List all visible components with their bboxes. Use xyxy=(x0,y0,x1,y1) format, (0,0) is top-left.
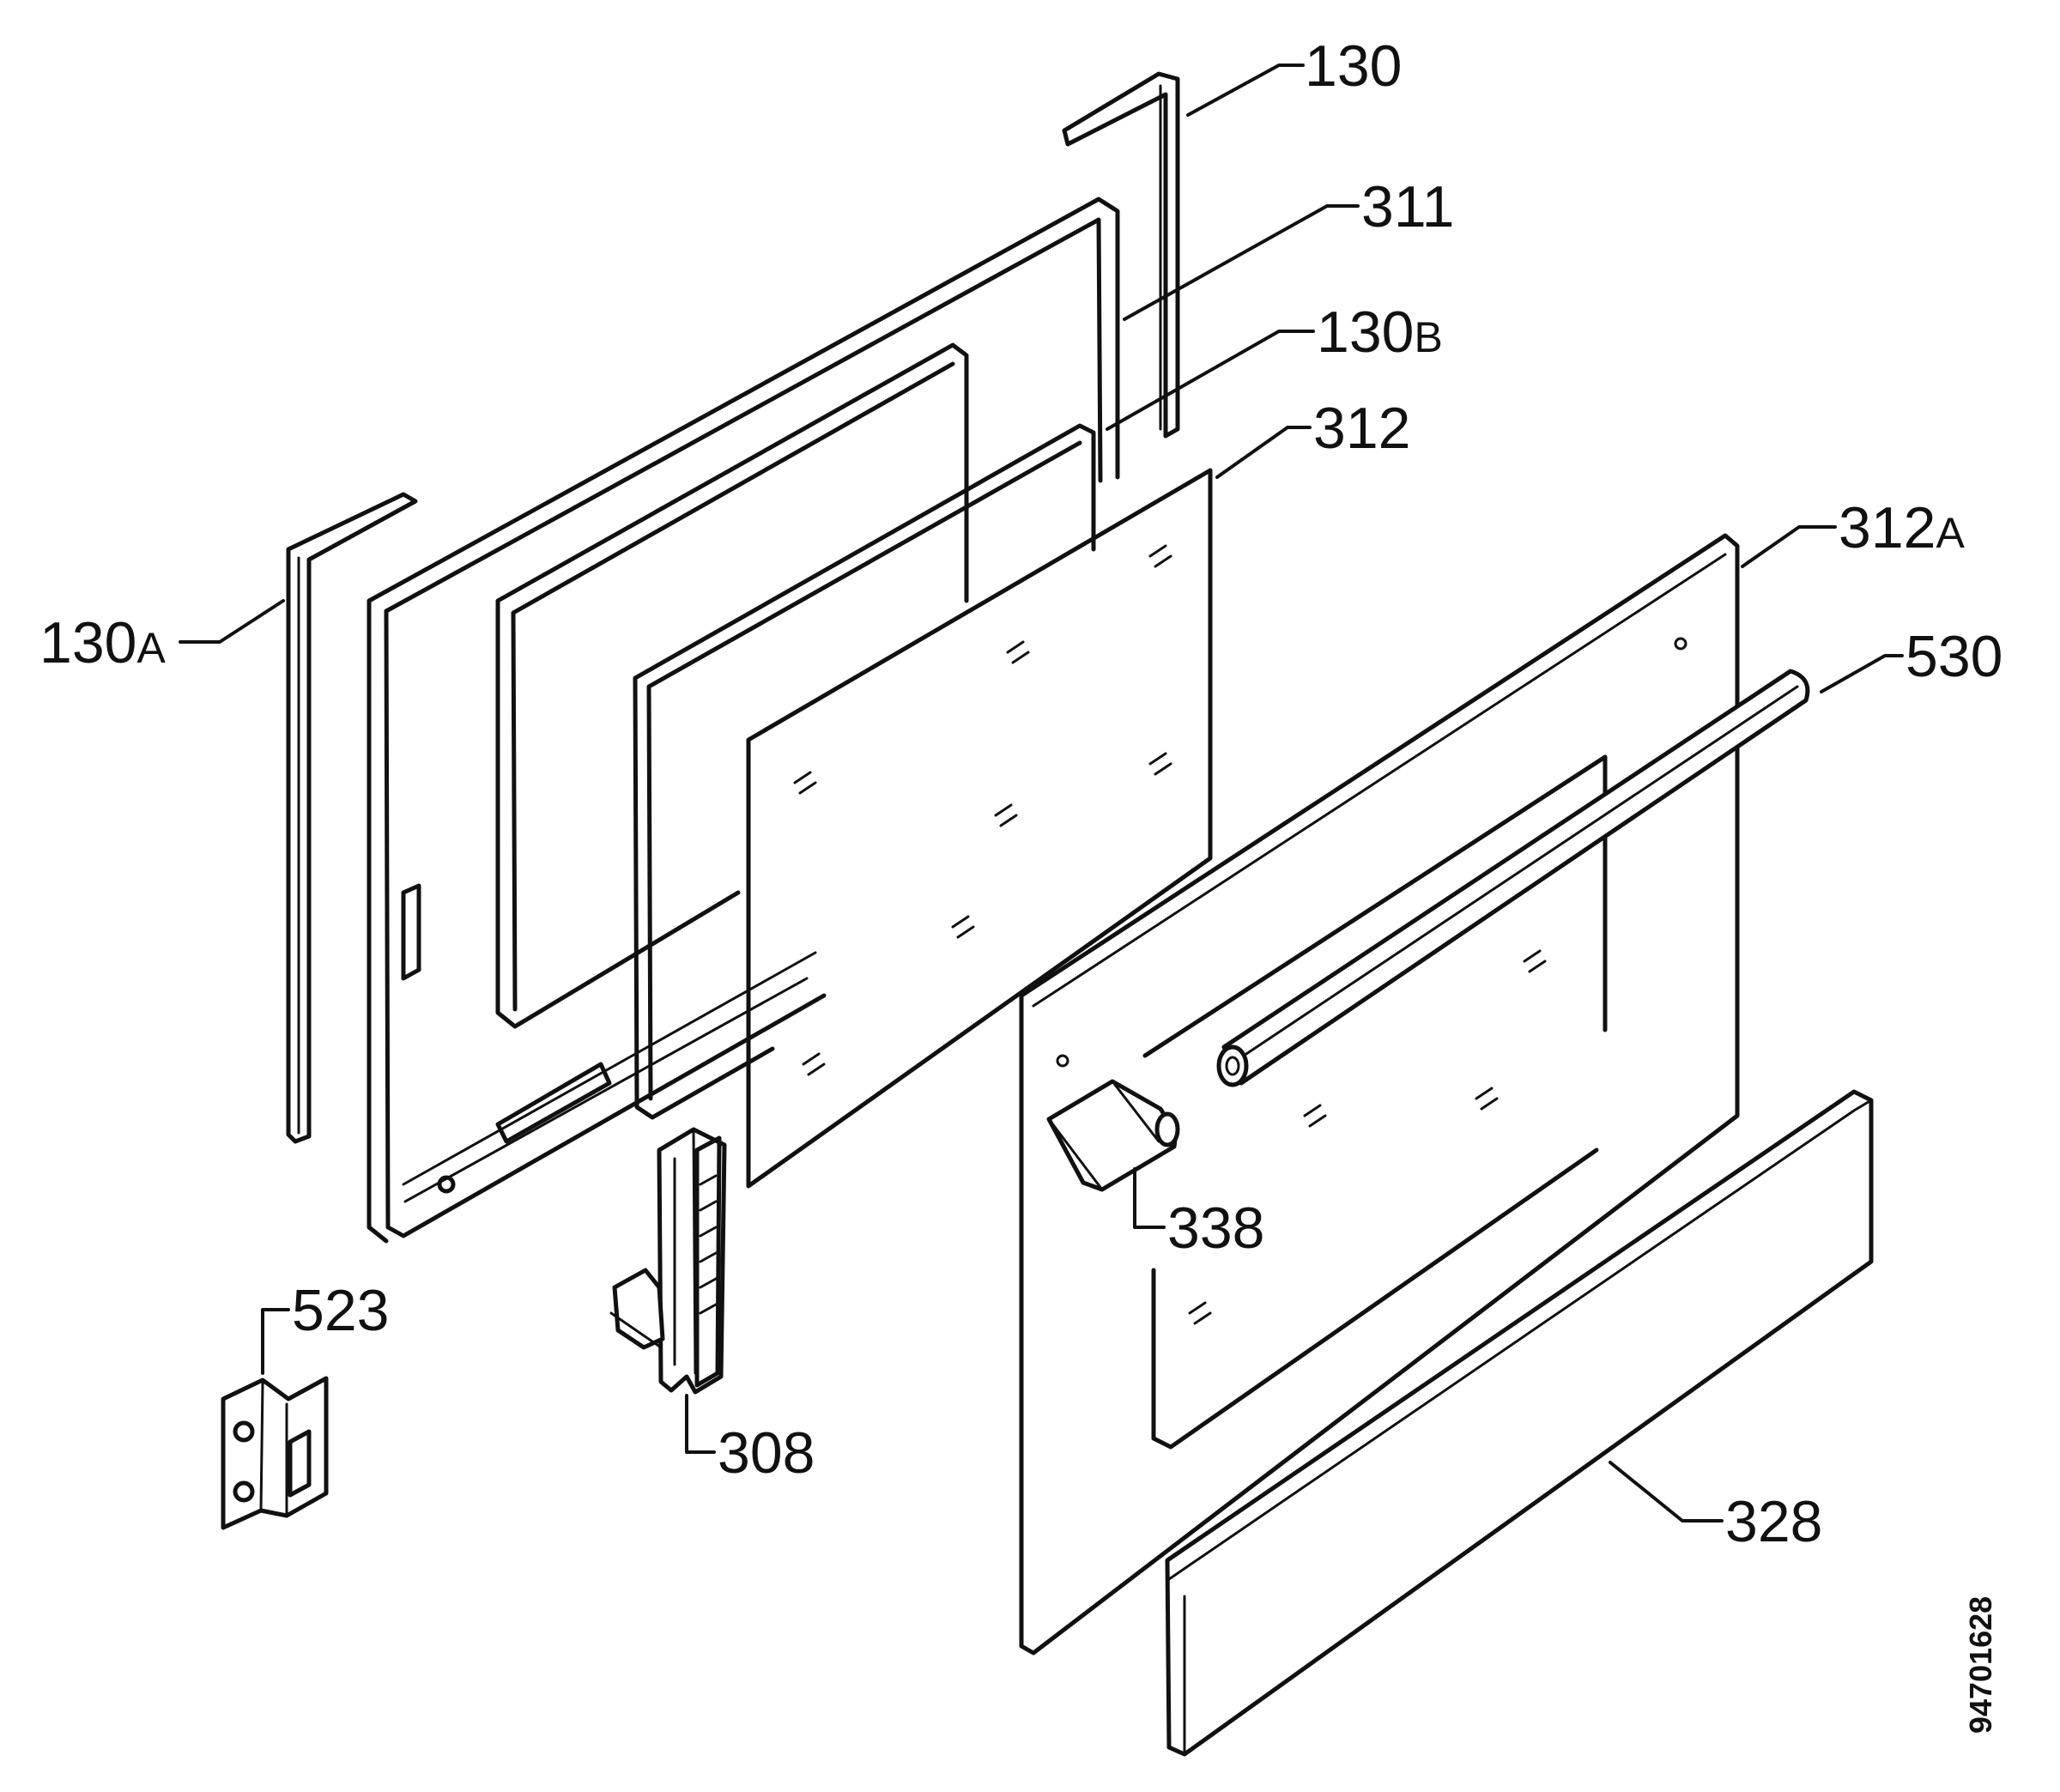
leader-130 xyxy=(1186,64,1305,117)
leader-312a xyxy=(1741,525,1837,568)
leader-130b xyxy=(1106,330,1315,431)
part-328-bottom-trim xyxy=(1165,1089,1874,1757)
part-530-handle-bar xyxy=(1216,669,1810,1087)
callout-labels: 130 311 130B 312 312A 530 130A 523 308 3… xyxy=(39,33,2002,1554)
part-312-inner-glass xyxy=(746,468,1213,1189)
label-328: 328 xyxy=(1725,1489,1822,1554)
label-130: 130 xyxy=(1305,33,1402,99)
leader-312 xyxy=(1215,426,1312,479)
leader-308 xyxy=(685,1394,716,1454)
leader-328 xyxy=(1609,1461,1724,1523)
leader-lines xyxy=(179,64,1904,1523)
label-523: 523 xyxy=(292,1278,389,1343)
label-130b: 130B xyxy=(1317,300,1443,365)
part-308-hinge xyxy=(609,1127,727,1395)
label-311: 311 xyxy=(1361,174,1454,239)
leader-130a xyxy=(179,599,285,644)
leader-338 xyxy=(1133,1167,1166,1229)
drawing-code: 94701628 xyxy=(1963,1596,1998,1734)
label-338: 338 xyxy=(1167,1196,1264,1261)
part-523-hinge-bracket xyxy=(221,1376,329,1530)
leader-311 xyxy=(1123,204,1360,321)
part-311-inner-frame xyxy=(367,197,1120,1244)
leader-530 xyxy=(1820,654,1904,693)
label-312: 312 xyxy=(1313,396,1410,461)
part-130-seal-strip xyxy=(1062,71,1180,439)
label-530: 530 xyxy=(1905,624,2002,689)
label-312a: 312A xyxy=(1839,495,1965,560)
label-130a: 130A xyxy=(39,610,166,675)
part-312a-outer-glass xyxy=(1019,533,1740,1656)
part-130a-seal-strip xyxy=(286,492,418,1144)
part-130b-inner-seal xyxy=(633,423,1096,1120)
leader-523 xyxy=(261,1308,290,1375)
label-308: 308 xyxy=(718,1420,815,1486)
part-338-handle-cap xyxy=(1046,1079,1180,1192)
